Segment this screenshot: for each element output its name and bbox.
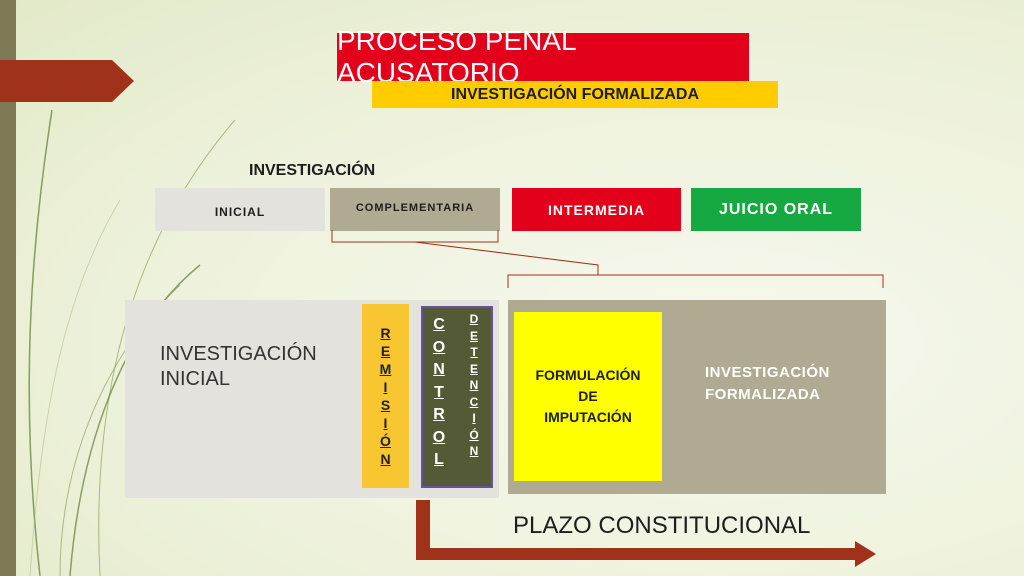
detencion-letter: I [472,411,476,425]
control-letter: T [434,383,444,401]
remision-letter: E [380,343,391,359]
left-decorative-bar [0,0,16,576]
control-label: C O N T R O L [427,314,451,472]
control-letter: L [434,451,444,468]
right-pointing-tab-icon [0,60,134,102]
investigacion-formalizada-label: INVESTIGACIÓN FORMALIZADA [705,362,875,406]
remision-letter: I [383,415,388,431]
bracket-connector [414,241,599,275]
detencion-letter: E [469,328,478,343]
formulacion-line: FORMULACIÓN [535,367,641,383]
investigacion-heading: INVESTIGACIÓN [249,162,376,179]
page-title: PROCESO PENAL ACUSATORIO [337,25,749,88]
control-detencion-bar [421,306,493,488]
control-letter: O [432,338,446,356]
detencion-letter: Ó [469,427,479,442]
investigacion-inicial-label: INVESTIGACIÓN INICIAL [160,343,317,390]
detencion-letter: N [469,444,479,458]
control-letter: C [433,316,445,333]
remision-letter: M [379,361,392,377]
plazo-constitucional-label: PLAZO CONSTITUCIONAL [513,512,811,539]
formulacion-line: IMPUTACIÓN [544,409,632,425]
phase-juicio-oral: JUICIO ORAL [691,188,861,231]
formalizada-line: FORMALIZADA [705,386,821,403]
control-letter: R [433,406,445,423]
detencion-letter: E [469,361,478,376]
phase-intermedia: INTERMEDIA [512,188,681,231]
page-subtitle: INVESTIGACIÓN FORMALIZADA [372,81,778,108]
detencion-letter: T [470,345,478,359]
formulacion-line: DE [578,388,598,404]
control-letter: N [433,361,445,378]
elbow-arrow-right-icon [416,500,876,567]
phase-complementaria: COMPLEMENTARIA [330,188,500,231]
remision-letter: R [380,325,391,341]
connector-brackets [331,230,884,288]
remision-letter: N [380,451,391,467]
remision-letter: S [380,397,391,413]
remision-letter: I [383,379,388,395]
formulacion-imputacion-box: FORMULACIÓN DE IMPUTACIÓN [514,312,662,481]
detencion-letter: C [469,394,479,409]
formalizada-line: INVESTIGACIÓN [705,364,830,381]
bracket-large [507,274,884,288]
detencion-letter: D [469,312,479,326]
bracket-small [331,230,499,243]
phase-inicial: INICIAL [155,188,325,231]
detencion-label: D E T E N C I Ó N [462,311,486,460]
detencion-letter: N [469,378,479,392]
control-letter: O [432,428,446,446]
remision-bar: R E M I S I Ó N [362,304,409,488]
remision-letter: Ó [380,433,391,449]
